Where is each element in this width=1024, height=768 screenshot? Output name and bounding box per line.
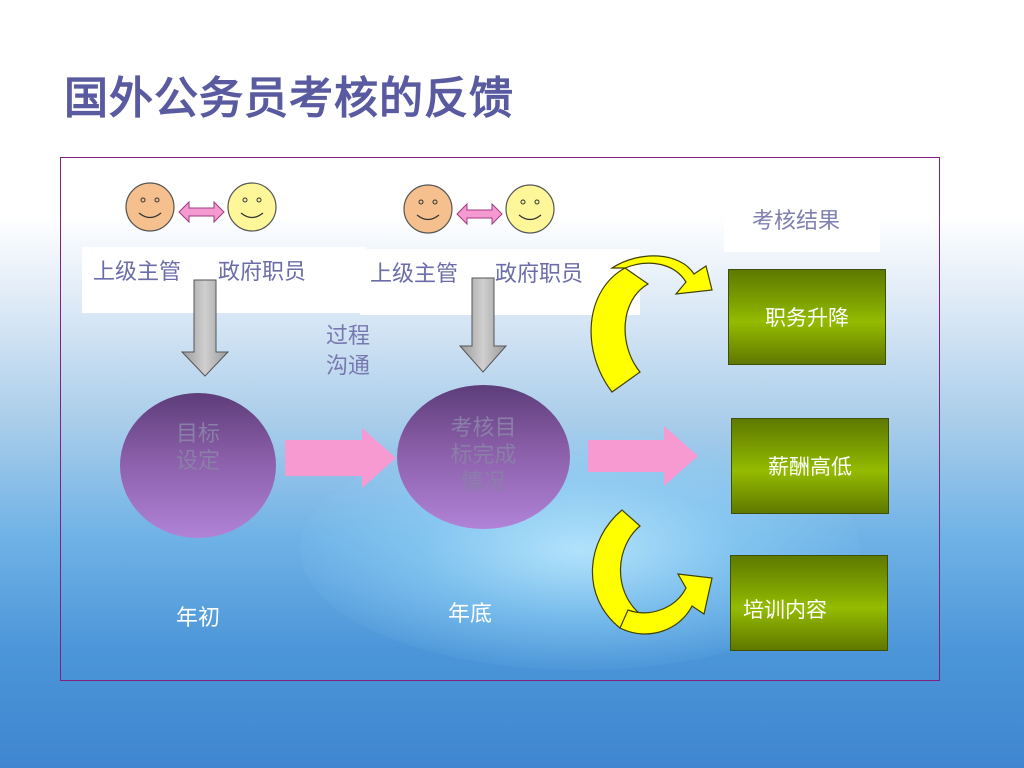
result-header: 考核结果 <box>752 209 841 234</box>
left-faces <box>125 182 277 232</box>
middle-supervisor-label: 上级主管 <box>370 262 459 287</box>
goal-setting-ellipse: 目标 设定 <box>120 393 276 538</box>
middle-label-box <box>360 249 640 315</box>
page-title: 国外公务员考核的反馈 <box>64 73 514 124</box>
goal-setting-line2: 设定 <box>175 449 220 474</box>
result-box-promotion: 职务升降 <box>728 269 886 365</box>
left-supervisor-label: 上级主管 <box>93 260 182 285</box>
smiley-icon-supervisor-left <box>125 182 175 232</box>
left-staff-label: 政府职员 <box>218 260 307 285</box>
evaluation-text: 考核目 标完成 情况 <box>397 415 570 496</box>
result-box-training: 培训内容 <box>730 555 888 651</box>
diagram-frame <box>60 157 940 681</box>
evaluation-ellipse: 考核目 标完成 情况 <box>397 385 570 529</box>
curved-arrow-icon-down <box>591 509 713 635</box>
down-arrow-icon-left <box>180 279 230 377</box>
double-arrow-icon-middle <box>456 202 503 226</box>
smiley-icon-staff-left <box>227 182 277 232</box>
middle-faces <box>403 184 555 234</box>
evaluation-line1: 考核目 <box>450 416 517 441</box>
process-note-line1: 过程 <box>326 324 371 349</box>
evaluation-line3: 情况 <box>461 470 506 495</box>
right-arrow-icon-goal-to-eval <box>285 428 396 488</box>
result-header-box <box>724 196 880 252</box>
curved-arrow-icon-up <box>590 255 713 393</box>
goal-setting-line1: 目标 <box>175 422 220 447</box>
left-label-box <box>82 247 366 313</box>
evaluation-line2: 标完成 <box>450 443 517 468</box>
double-arrow-icon-left <box>178 200 225 224</box>
middle-staff-label: 政府职员 <box>495 262 584 287</box>
down-arrow-icon-middle <box>458 277 508 373</box>
year-start-label: 年初 <box>176 606 221 631</box>
smiley-icon-supervisor-middle <box>403 184 453 234</box>
process-note-line2: 沟通 <box>326 354 371 379</box>
year-end-label: 年底 <box>448 602 493 627</box>
goal-setting-text: 目标 设定 <box>120 421 276 475</box>
result-box-salary: 薪酬高低 <box>731 418 889 514</box>
right-arrow-icon-eval-to-results <box>588 426 698 486</box>
smiley-icon-staff-middle <box>505 184 555 234</box>
